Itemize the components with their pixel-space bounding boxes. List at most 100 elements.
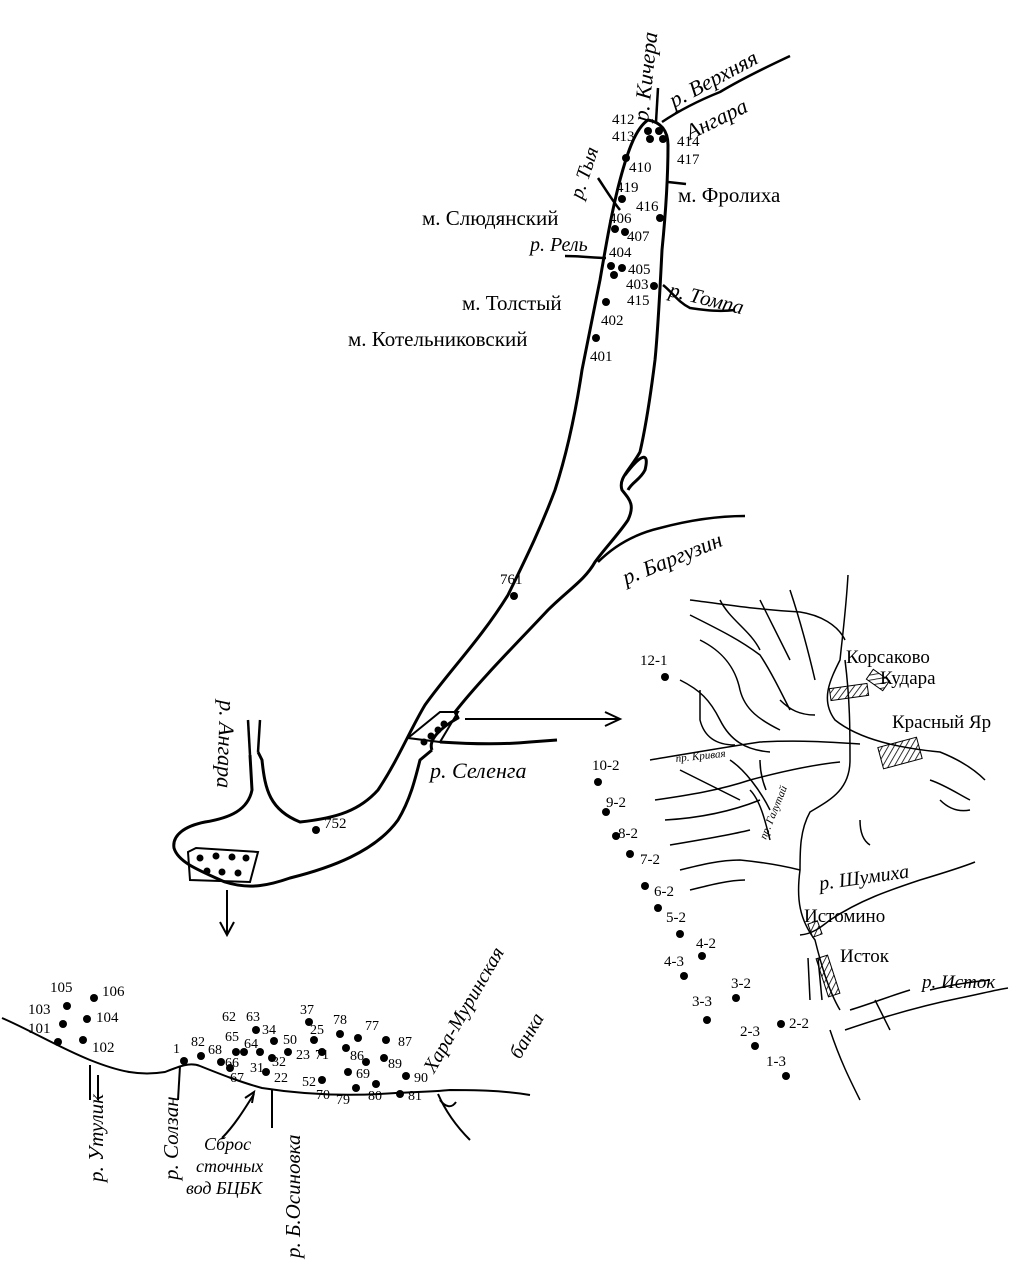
station-label: 105: [50, 980, 73, 996]
station-label: 406: [609, 211, 632, 227]
station-dot: [676, 930, 684, 938]
station-dot: [336, 1030, 344, 1038]
station-label: 78: [333, 1013, 347, 1028]
label-r-shumikha: р. Шумиха: [816, 861, 911, 896]
station-dot: [344, 1068, 352, 1076]
station-label: 25: [310, 1023, 324, 1038]
station-label: 12-1: [640, 653, 668, 669]
station-dot: [782, 1072, 790, 1080]
label-discharge-2: сточных: [196, 1156, 263, 1176]
station-dot: [54, 1038, 62, 1046]
station-label: 3-2: [731, 976, 751, 992]
station-dot: [698, 952, 706, 960]
station-dot: [342, 1044, 350, 1052]
station-label: 69: [356, 1067, 370, 1082]
station-dot: [510, 592, 518, 600]
station-label: 37: [300, 1003, 314, 1018]
station-label: 64: [244, 1037, 258, 1052]
station-dot: [626, 850, 634, 858]
station-dot: [641, 882, 649, 890]
east-bay: [623, 456, 648, 491]
station-dot: [218, 868, 226, 876]
station-label: 415: [627, 293, 650, 309]
selenga-zoom-box: [405, 711, 460, 744]
station-label: 32: [272, 1055, 286, 1070]
label-cape-tolsty: м. Толстый: [462, 291, 562, 315]
station-label: 71: [315, 1048, 329, 1063]
station-label: 5-2: [666, 910, 686, 926]
station-dot: [602, 298, 610, 306]
label-r-utulik: р. Утулик: [84, 1094, 108, 1184]
station-label: 104: [96, 1010, 119, 1026]
station-dot: [396, 1090, 404, 1098]
station-label: 417: [677, 152, 700, 168]
station-dot: [440, 720, 448, 728]
station-dot: [318, 1076, 326, 1084]
station-label: 63: [246, 1010, 260, 1025]
station-label: 23: [296, 1048, 310, 1063]
selenga-delta: [649, 574, 1009, 1101]
station-dot: [618, 264, 626, 272]
station-label: 79: [336, 1093, 350, 1108]
station-label: 66: [225, 1056, 239, 1071]
station-labels-south: 105 106 103 104 101 102 1 82 68 66 67 65…: [28, 980, 428, 1108]
label-discharge-1: Сброс: [204, 1134, 251, 1154]
station-label: 412: [612, 112, 635, 128]
station-dot: [212, 852, 220, 860]
label-istomino: Истомино: [804, 906, 885, 927]
label-r-tompa: р. Томпа: [665, 277, 747, 319]
station-label: 2-3: [740, 1024, 760, 1040]
station-label: 80: [368, 1089, 382, 1104]
south-shoreline: [1, 1017, 531, 1141]
station-dot: [611, 225, 619, 233]
station-label: 22: [274, 1071, 288, 1086]
station-dot: [305, 1018, 313, 1026]
label-cape-slyudyansky: м. Слюдянский: [422, 206, 558, 230]
station-dot: [607, 262, 615, 270]
station-dot: [63, 1002, 71, 1010]
station-dot: [203, 867, 211, 875]
label-khara-murinskaya-bank: банка: [505, 1009, 548, 1062]
station-dot: [661, 673, 669, 681]
station-label: 7-2: [640, 852, 660, 868]
barguzin-river: [597, 514, 746, 563]
station-label: 81: [408, 1089, 422, 1104]
station-dot: [646, 135, 654, 143]
station-label: 413: [612, 129, 635, 145]
station-dot: [59, 1020, 67, 1028]
station-dot: [654, 904, 662, 912]
station-label: 10-2: [592, 758, 620, 774]
station-label: 419: [616, 180, 639, 196]
station-label: 82: [191, 1035, 205, 1050]
station-dot: [262, 1068, 270, 1076]
station-label: 65: [225, 1030, 239, 1045]
station-dot: [380, 1054, 388, 1062]
station-dot: [318, 1048, 326, 1056]
station-dot: [79, 1036, 87, 1044]
south-box-dots: [196, 852, 250, 877]
station-dot: [362, 1058, 370, 1066]
station-dot: [434, 726, 442, 734]
station-label: 52: [302, 1075, 316, 1090]
label-r-tyya: р. Тыя: [565, 144, 603, 203]
station-label: 6-2: [654, 884, 674, 900]
station-label: 102: [92, 1040, 115, 1056]
label-r-angara: р. Ангара: [212, 698, 240, 789]
rivers-north: [564, 54, 791, 313]
station-label: 4-3: [664, 954, 684, 970]
station-dot: [659, 135, 667, 143]
station-label: 50: [283, 1033, 297, 1048]
label-r-b-osinovka: р. Б.Осиновка: [281, 1135, 305, 1260]
station-dot: [310, 1036, 318, 1044]
station-label: 31: [250, 1061, 264, 1076]
station-dot: [644, 127, 652, 135]
station-dot: [592, 334, 600, 342]
station-dot: [655, 127, 663, 135]
station-dot: [284, 1048, 292, 1056]
label-r-istok: р. Исток: [920, 972, 996, 993]
station-label: 1-3: [766, 1054, 786, 1070]
station-label: 407: [627, 229, 650, 245]
station-dot: [242, 854, 250, 862]
station-dot: [196, 854, 204, 862]
station-dot: [180, 1057, 188, 1065]
